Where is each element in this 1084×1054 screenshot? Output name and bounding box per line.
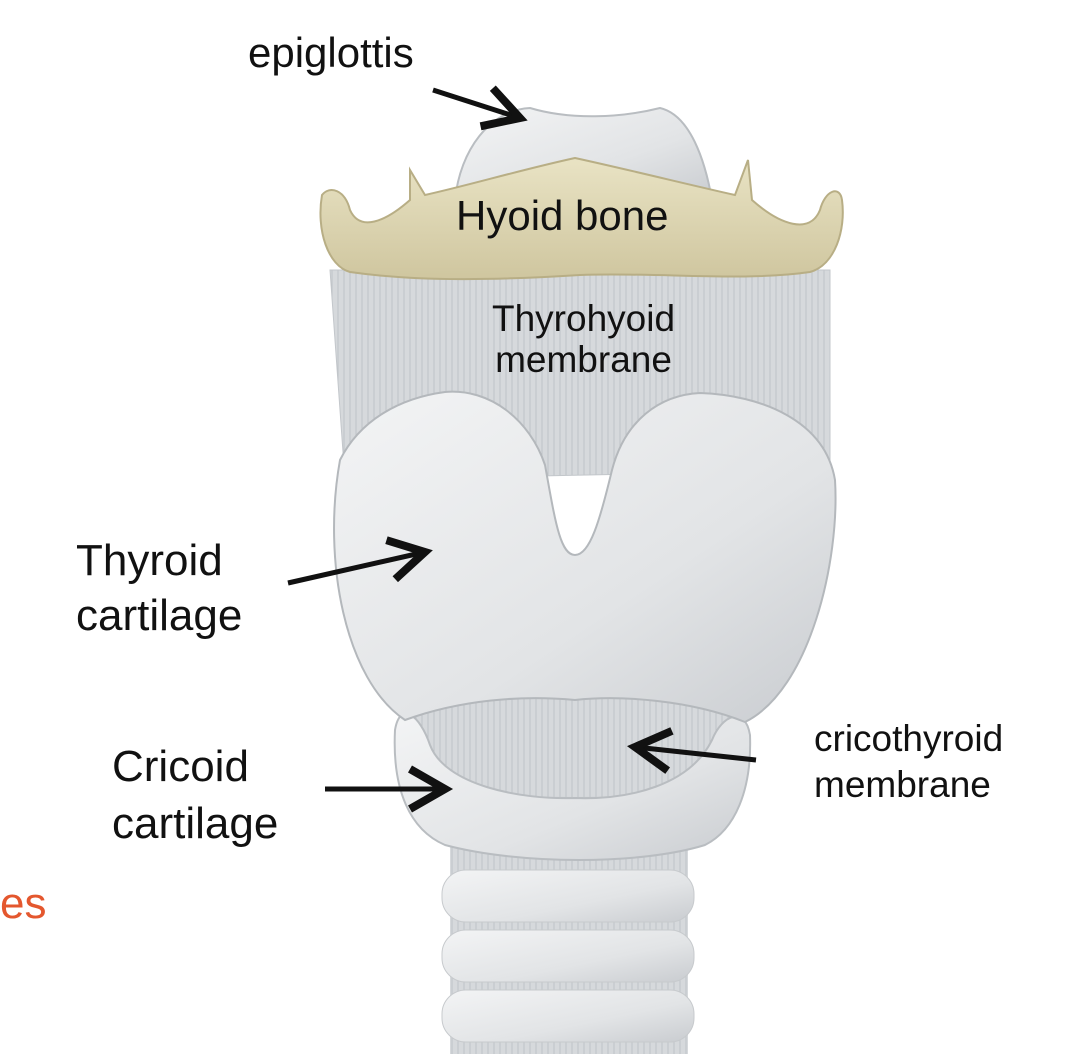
cricothyroid-label-line-1: cricothyroid — [814, 718, 1004, 759]
cricothyroid-membrane-label: cricothyroid membrane — [814, 716, 1003, 809]
thyroid-cartilage-arrow — [287, 536, 433, 586]
thyrohyoid-membrane-label: Thyrohyoid membrane — [492, 298, 676, 380]
hyoid-bone-label: Hyoid bone — [456, 192, 669, 239]
cricoid-cartilage-label: Cricoid cartilage — [112, 738, 278, 852]
cricoid-label-line-1: Cricoid — [112, 742, 249, 791]
tracheal-ring — [441, 869, 695, 923]
epiglottis-arrow — [432, 85, 528, 131]
tracheal-ring — [441, 989, 695, 1043]
thyroid-label-line-1: Thyroid — [76, 536, 223, 585]
label-arrows — [287, 85, 757, 813]
cut-off-text-fragment: es — [0, 879, 47, 928]
thyrohyoid-label-line-2: membrane — [495, 338, 672, 380]
cricoid-label-line-2: cartilage — [112, 799, 279, 849]
cricothyroid-label-line-2: membrane — [814, 764, 991, 806]
thyroid-cartilage-label: Thyroid cartilage — [76, 533, 242, 643]
cricothyroid-membrane-arrow — [626, 727, 757, 774]
thyrohyoid-label-line-1: Thyrohyoid — [492, 298, 676, 339]
thyroid-cartilage-shape — [333, 390, 837, 724]
thyroid-label-line-2: cartilage — [76, 591, 243, 640]
epiglottis-label: epiglottis — [248, 29, 414, 76]
hyoid-bone-shape — [319, 156, 844, 281]
tracheal-ring — [441, 929, 695, 983]
